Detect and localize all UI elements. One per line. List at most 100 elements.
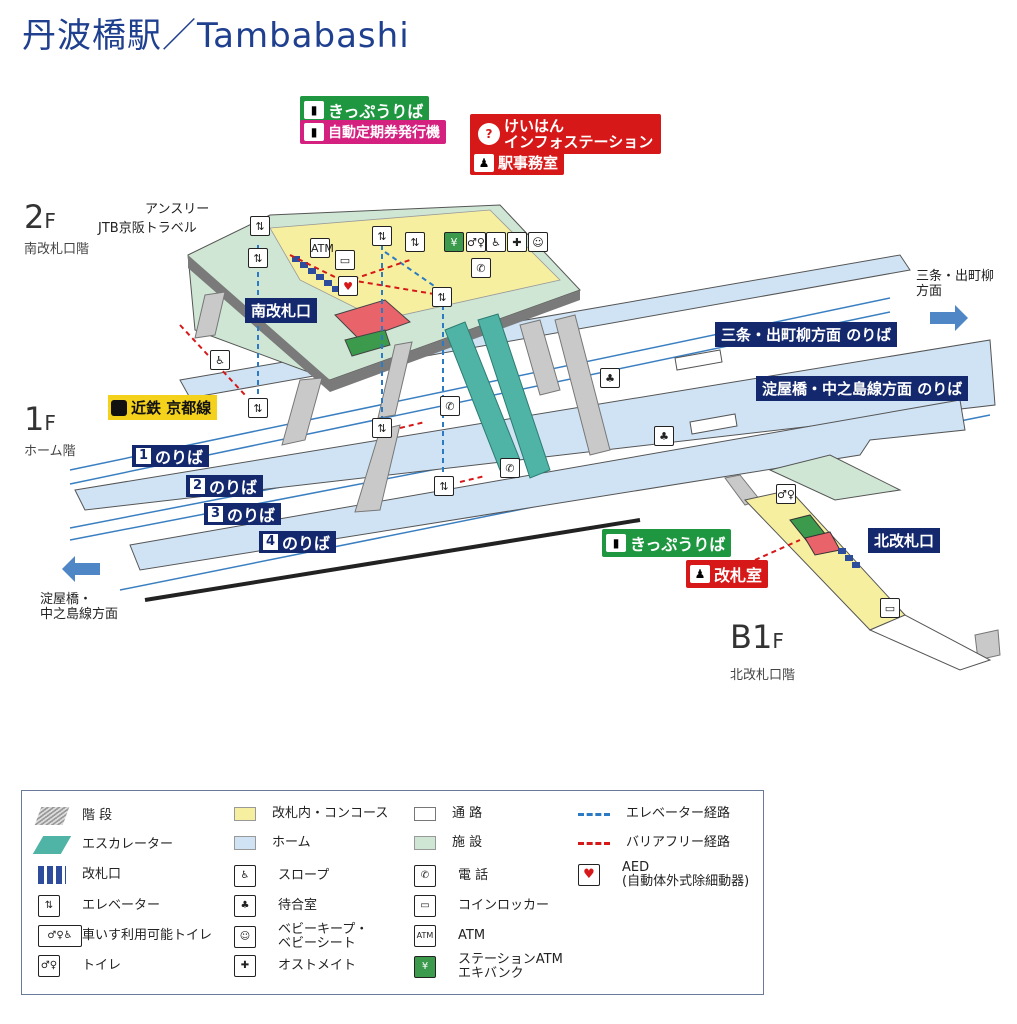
station-atm-icon: ¥ (444, 232, 464, 252)
legend-atm-label: ATM (458, 928, 486, 943)
elevator-icon: ⇅ (372, 418, 392, 438)
atm-icon: ATM (414, 925, 436, 947)
legend-elevator: ⇅ エレベーター (38, 895, 160, 917)
legend-barrier-free-route-label: バリアフリー経路 (626, 835, 731, 850)
atm-icon: ATM (310, 238, 334, 258)
waiting-room-icon: ♣ (600, 368, 620, 388)
info-icon: ? (478, 123, 500, 145)
pass-machine-icon: ▮ (304, 123, 324, 141)
info-station-tag[interactable]: ?けいはん インフォステーション (470, 114, 662, 154)
facility-swatch (414, 836, 436, 850)
elevator-icon: ⇅ (248, 248, 268, 268)
legend-platform-label: ホーム (272, 835, 311, 850)
ticket-sales-tag[interactable]: ▮きっぷうりば (300, 96, 430, 124)
aed-icon: ♥ (338, 276, 358, 296)
elevator-icon: ⇅ (432, 287, 452, 307)
ansurii-label: アンスリー (145, 202, 210, 217)
legend-passage: 通 路 (414, 807, 482, 821)
floor-b1-suffix: F (772, 629, 784, 653)
gate-office-label: 改札室 (714, 566, 763, 585)
aed-icon: ♥ (578, 864, 600, 886)
wheelchair-icon: ♿ (486, 232, 506, 252)
escalator-icon (32, 836, 72, 854)
toilet-icon: ♂♀ (466, 232, 486, 252)
floor-2f-sub: 南改札口階 (24, 242, 90, 257)
ticket-machine-north-icon: ▮ (606, 534, 626, 552)
sanjo-platform-tag[interactable]: 三条・出町柳方面 のりば (715, 322, 898, 347)
yodoyabashi-platform-tag[interactable]: 淀屋橋・中之島線方面 のりば (756, 376, 969, 401)
platform-swatch (234, 836, 256, 850)
legend-phone: ✆ 電 話 (414, 865, 488, 887)
station-office-tag[interactable]: ♟駅事務室 (470, 150, 565, 175)
floor-1f-sub: ホーム階 (24, 444, 76, 459)
escalator-2 (477, 313, 551, 479)
legend-baby-keep-label: ベビーキープ・ ベビーシート (278, 922, 369, 951)
legend-stairs-label: 階 段 (82, 808, 113, 823)
ticket-sales-north-tag[interactable]: ▮きっぷうりば (602, 529, 732, 557)
gate-office-icon: ♟ (690, 565, 710, 583)
gate-office-tag[interactable]: ♟改札室 (686, 560, 769, 588)
platform-blocks (674, 349, 738, 435)
elevator-icon: ⇅ (248, 398, 268, 418)
station-office-label: 駅事務室 (498, 154, 559, 172)
legend-phone-label: 電 話 (458, 868, 489, 883)
legend-elevator-route-label: エレベーター経路 (626, 806, 731, 821)
legend-atm: ATM ATM (414, 925, 485, 947)
platform-4-label: のりば (282, 534, 331, 553)
coin-locker-icon: ▭ (414, 895, 436, 917)
legend-coin-locker-label: コインロッカー (458, 898, 550, 913)
commuter-pass-tag[interactable]: ▮自動定期券発行機 (300, 120, 446, 144)
baby-keep-icon: ☺ (234, 926, 256, 948)
waiting-room-icon: ♣ (234, 895, 256, 917)
info-station-label: けいはん インフォステーション (504, 117, 654, 151)
legend-stairs: 階 段 (34, 807, 113, 825)
elevator-icon: ⇅ (372, 226, 392, 246)
legend-facility: 施 設 (414, 836, 482, 850)
legend-waiting-room-label: 待合室 (278, 898, 318, 913)
commuter-pass-label: 自動定期券発行機 (328, 125, 440, 141)
phone-icon: ✆ (500, 458, 520, 478)
legend-ostomate-label: オストメイト (278, 958, 357, 973)
slope-icon: ♿ (210, 350, 230, 370)
north-gate-tag[interactable]: 北改札口 (868, 528, 941, 553)
platform-2-label: のりば (209, 478, 258, 497)
legend-elevator-label: エレベーター (82, 898, 161, 913)
platform-4-num: 4 (262, 533, 279, 551)
b1-passage (868, 614, 992, 671)
elevator-route-line (578, 812, 610, 816)
legend-elevator-route: エレベーター経路 (578, 807, 730, 821)
legend-ticket-gate: 改札口 (38, 866, 121, 884)
legend-station-atm: ¥ ステーションATM エキバンク (414, 953, 563, 981)
accessible-toilet-icon: ♂♀♿ (38, 925, 82, 947)
legend-escalator-label: エスカレーター (82, 837, 174, 852)
floor-2f-suffix: F (44, 209, 56, 233)
legend-concourse-label: 改札内・コンコース (272, 806, 389, 821)
arrow-east (930, 305, 968, 331)
floor-b1-number: B1 (730, 618, 773, 656)
station-atm-icon: ¥ (414, 956, 436, 978)
platform-1-num: 1 (135, 447, 152, 465)
kintetsu-tag[interactable]: 近鉄 京都線 (108, 395, 218, 420)
ticket-gates (292, 256, 860, 568)
platform-3-num: 3 (207, 505, 224, 523)
phone-icon: ✆ (440, 396, 460, 416)
floor-2f-label: 2F (24, 198, 56, 236)
ticket-machine-icon: ▮ (304, 101, 324, 119)
south-gate-tag[interactable]: 南改札口 (245, 298, 318, 323)
phone-icon: ✆ (414, 865, 436, 887)
legend-aed: ♥ AED (自動体外式除細動器) (578, 861, 749, 889)
ostomate-icon: ✚ (234, 955, 256, 977)
east-direction-label: 三条・出町柳 方面 (916, 269, 995, 299)
elevator-icon: ⇅ (250, 216, 270, 236)
barrier-free-route-line (578, 841, 610, 845)
elevator-icon: ⇅ (405, 232, 425, 252)
legend-box: 階 段 エスカレーター 改札口 ⇅ エレベーター ♂♀♿ 車いす利用可能トイレ … (21, 790, 764, 995)
elevator-icon: ⇅ (434, 476, 454, 496)
train-icon (111, 399, 127, 416)
ticket-machine-block (344, 329, 391, 357)
legend-concourse: 改札内・コンコース (234, 807, 388, 821)
